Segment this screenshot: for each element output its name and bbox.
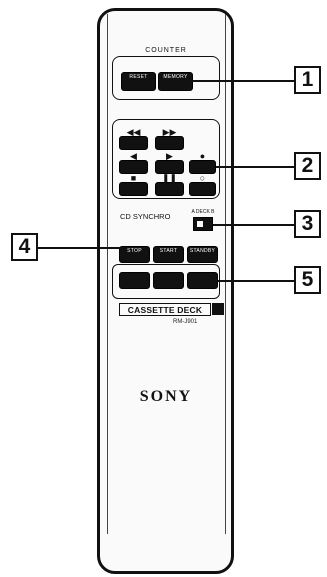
counter-panel (112, 56, 220, 100)
reset-button[interactable]: RESET (121, 72, 156, 91)
fast-forward-button[interactable]: ▶▶ (155, 127, 184, 150)
cd-synchro-label: CD SYNCHRO (120, 212, 171, 221)
leader-line-5 (218, 280, 294, 282)
callout-4: 4 (11, 233, 38, 261)
rewind-button[interactable]: ◀◀ (119, 127, 148, 150)
cd-stop-button[interactable]: STOP (119, 246, 150, 263)
bottom-middle-button[interactable] (153, 272, 184, 289)
bottom-right-button[interactable] (187, 272, 218, 289)
cd-start-label: START (159, 248, 178, 254)
deck-selector-switch[interactable] (193, 217, 213, 231)
leader-line-2 (216, 166, 294, 168)
brand-logo: SONY (139, 388, 193, 405)
leader-line-4 (38, 247, 120, 249)
counter-label: COUNTER (145, 47, 187, 54)
memory-button[interactable]: MEMORY (158, 72, 193, 91)
deck-indicator-square (212, 303, 224, 315)
callout-5: 5 (294, 266, 321, 294)
callout-1: 1 (294, 66, 321, 94)
cd-standby-label: STANDBY (189, 248, 216, 254)
model-number: RM-J901 (173, 319, 198, 325)
play-reverse-button[interactable]: ◀ (119, 151, 148, 174)
pause-icon: ❚❚ (161, 173, 178, 183)
cd-stop-label: STOP (127, 248, 142, 254)
leader-line-1 (192, 80, 294, 82)
record-mute-button[interactable]: ○ (189, 173, 216, 196)
play-reverse-icon: ◀ (130, 151, 137, 161)
rewind-icon: ◀◀ (126, 127, 141, 137)
deck-switch-label: A DECK B (191, 209, 215, 215)
transport-panel (112, 119, 220, 199)
bottom-left-button[interactable] (119, 272, 150, 289)
remote-control-body (97, 8, 234, 574)
remote-inner-edge (107, 14, 226, 534)
record-icon: ● (199, 151, 206, 161)
record-button[interactable]: ● (189, 151, 216, 174)
fast-forward-icon: ▶▶ (162, 127, 177, 137)
pause-button[interactable]: ❚❚ (155, 173, 184, 196)
deck-selector-knob[interactable] (197, 221, 203, 227)
cassette-deck-label: CASSETTE DECK (119, 303, 211, 316)
memory-button-label: MEMORY (163, 74, 188, 80)
callout-3: 3 (294, 210, 321, 238)
stop-button[interactable]: ■ (119, 173, 148, 196)
callout-2: 2 (294, 152, 321, 180)
leader-line-3 (213, 224, 294, 226)
cd-start-button[interactable]: START (153, 246, 184, 263)
cd-standby-button[interactable]: STANDBY (187, 246, 218, 263)
play-forward-button[interactable]: ▶ (155, 151, 184, 174)
stop-icon: ■ (130, 173, 137, 183)
record-mute-icon: ○ (199, 173, 206, 183)
reset-button-label: RESET (129, 74, 148, 80)
play-forward-icon: ▶ (166, 151, 173, 161)
